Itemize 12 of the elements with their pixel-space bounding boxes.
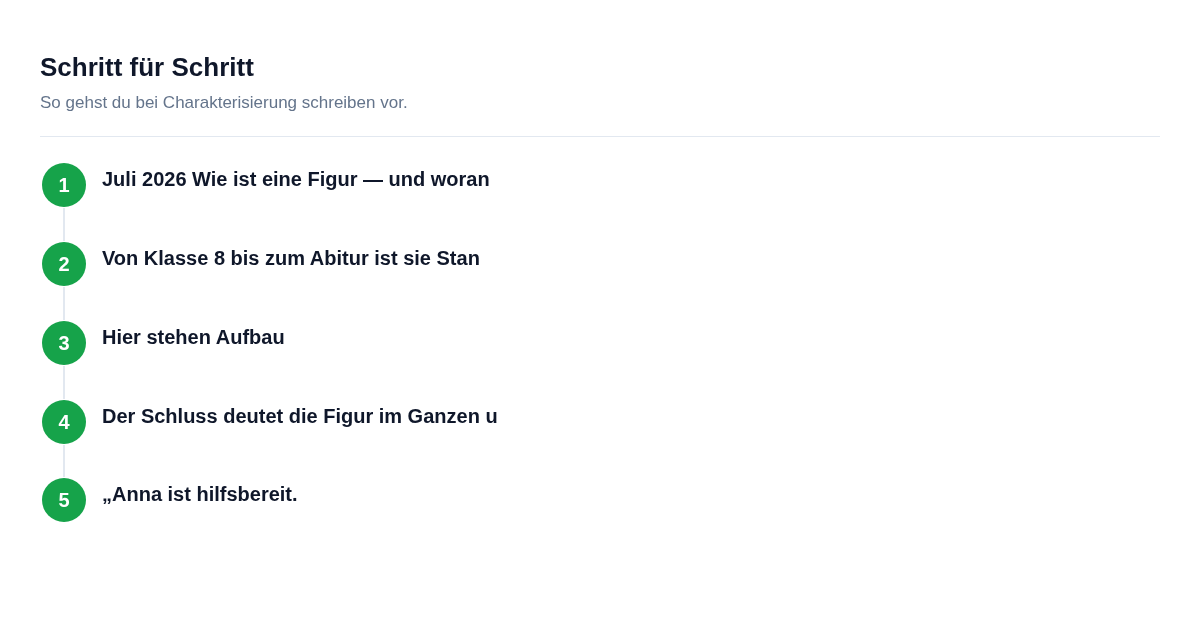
step-number: 4 — [42, 400, 86, 444]
step-text: Von Klasse 8 bis zum Abitur ist sie Stan — [102, 246, 480, 271]
step-text: Der Schluss deutet die Figur im Ganzen u — [102, 404, 498, 429]
subtitle: So gehst du bei Charakterisierung schreiben vor. — [40, 92, 408, 114]
step-number: 5 — [42, 478, 86, 522]
title: Schritt für Schritt — [40, 51, 254, 84]
step-number: 3 — [42, 321, 86, 365]
step-number: 2 — [42, 242, 86, 286]
step-text: Hier stehen Aufbau — [102, 325, 285, 350]
step-text: Juli 2026 Wie ist eine Figur — und woran — [102, 167, 490, 192]
step-text: „Anna ist hilfsbereit. — [102, 482, 298, 507]
step-number: 1 — [42, 163, 86, 207]
